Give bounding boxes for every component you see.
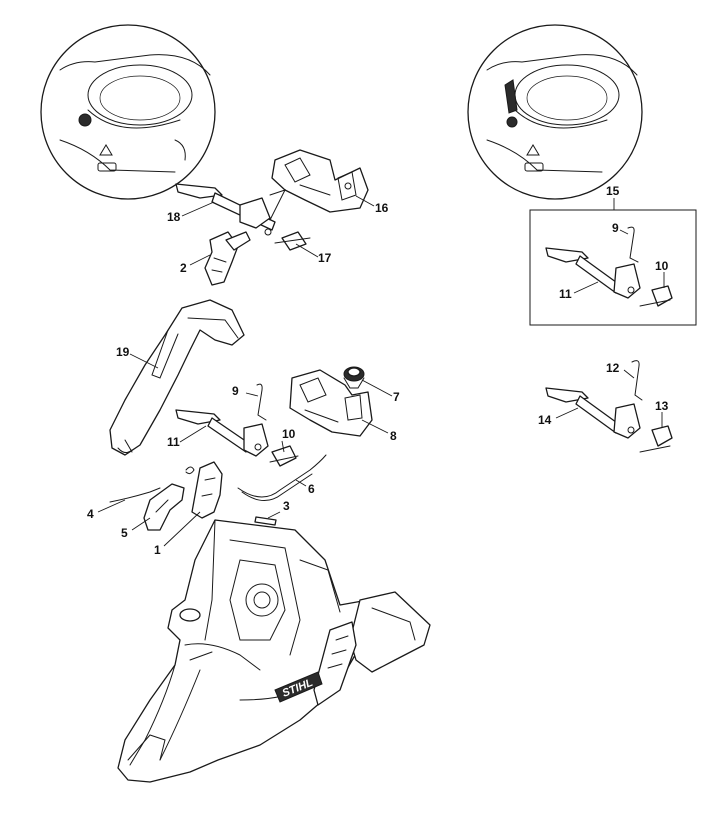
part-17-clip bbox=[274, 231, 311, 251]
callout-16: 16 bbox=[375, 201, 389, 215]
lower-right-assembly bbox=[545, 360, 673, 453]
part-1-trigger bbox=[191, 461, 223, 519]
callout-11-middle: 11 bbox=[167, 435, 180, 449]
callout-2: 2 bbox=[180, 261, 187, 275]
callout-15: 15 bbox=[606, 184, 620, 198]
part-6-cable bbox=[237, 454, 327, 501]
callout-7: 7 bbox=[393, 390, 400, 404]
callout-17: 17 bbox=[318, 251, 332, 265]
part-8-housing bbox=[289, 369, 373, 437]
part-3-pin bbox=[254, 516, 277, 526]
part-11-rod-middle bbox=[175, 409, 269, 457]
callout-1: 1 bbox=[154, 543, 161, 557]
callout-6: 6 bbox=[308, 482, 315, 496]
part-5-lever bbox=[143, 483, 185, 531]
part-7-knob bbox=[343, 366, 365, 389]
callout-9-inset: 9 bbox=[612, 221, 619, 235]
callout-12: 12 bbox=[606, 361, 620, 375]
callout-4: 4 bbox=[87, 507, 94, 521]
callout-14: 14 bbox=[538, 413, 552, 427]
inset-box-15 bbox=[529, 209, 697, 326]
callout-5: 5 bbox=[121, 526, 128, 540]
detail-circle-left bbox=[40, 24, 216, 200]
callout-18: 18 bbox=[167, 210, 181, 224]
leader-lines bbox=[97, 195, 665, 547]
part-10-clip-middle bbox=[269, 445, 299, 467]
detail-circle-right bbox=[467, 24, 643, 200]
callout-19: 19 bbox=[116, 345, 130, 359]
part-19-grip bbox=[109, 299, 245, 456]
callout-13: 13 bbox=[655, 399, 669, 413]
callout-11-inset: 11 bbox=[559, 287, 572, 301]
part-2-lever bbox=[204, 231, 251, 286]
callout-3: 3 bbox=[283, 499, 290, 513]
part-4-spring bbox=[109, 466, 195, 503]
callout-labels: 1 2 3 4 5 6 7 8 9 10 11 16 17 18 19 15 9… bbox=[87, 184, 669, 557]
part-9-wire-middle bbox=[256, 383, 267, 421]
callout-8: 8 bbox=[390, 429, 397, 443]
rear-handle-body: STIHL bbox=[117, 519, 431, 783]
part-18-rod bbox=[175, 183, 286, 236]
callout-10-inset: 10 bbox=[655, 259, 669, 273]
callout-10-middle: 10 bbox=[282, 427, 296, 441]
part-16-housing bbox=[271, 149, 369, 213]
callout-9-middle: 9 bbox=[232, 384, 239, 398]
